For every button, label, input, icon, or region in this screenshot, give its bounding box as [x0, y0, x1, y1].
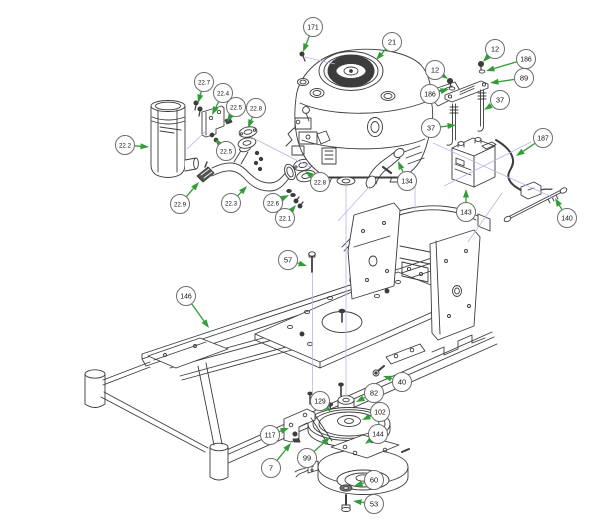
- callout-12-16: 12: [425, 60, 448, 80]
- svg-text:129: 129: [314, 398, 326, 405]
- callout-22.9-8: 22.9: [170, 182, 199, 214]
- callout-22.3-9: 22.3: [221, 186, 247, 213]
- svg-text:102: 102: [374, 409, 386, 416]
- callout-129-29: 129: [310, 391, 331, 412]
- svg-text:53: 53: [370, 499, 378, 508]
- callout-99-33: 99: [297, 437, 330, 468]
- callout-102-28: 102: [362, 402, 390, 422]
- callout-143-22: 143: [456, 189, 476, 222]
- svg-text:22.2: 22.2: [119, 142, 132, 149]
- svg-text:134: 134: [401, 178, 413, 185]
- svg-text:187: 187: [537, 135, 549, 142]
- callout-22.8-12: 22.8: [305, 171, 330, 192]
- muffler-drawing: [150, 100, 199, 178]
- callout-117-31: 117: [260, 425, 289, 445]
- svg-text:22.8: 22.8: [314, 179, 327, 186]
- svg-text:89: 89: [520, 73, 528, 82]
- callout-22.4-3: 22.4: [212, 83, 233, 115]
- callout-187-21: 187: [516, 128, 553, 156]
- svg-text:22.1: 22.1: [279, 215, 292, 222]
- svg-text:143: 143: [460, 209, 472, 216]
- svg-text:22.5: 22.5: [220, 148, 233, 155]
- svg-text:60: 60: [370, 475, 378, 484]
- svg-text:7: 7: [269, 463, 273, 472]
- svg-text:22.5: 22.5: [230, 104, 243, 111]
- callout-144-30: 144: [365, 424, 388, 444]
- callout-22.5-6: 22.5: [215, 139, 236, 161]
- svg-text:146: 146: [180, 293, 192, 300]
- svg-text:22.4: 22.4: [217, 90, 230, 97]
- callout-22.6-10: 22.6: [263, 193, 289, 213]
- svg-text:140: 140: [561, 215, 573, 222]
- callout-21-1: 21: [376, 32, 402, 60]
- svg-text:22.9: 22.9: [174, 201, 187, 208]
- callout-37-20: 37: [421, 118, 456, 138]
- svg-text:144: 144: [372, 431, 384, 438]
- svg-text:40: 40: [398, 377, 406, 386]
- svg-text:99: 99: [303, 453, 311, 462]
- svg-text:82: 82: [370, 388, 378, 397]
- svg-text:22.3: 22.3: [225, 200, 238, 207]
- svg-text:186: 186: [520, 56, 532, 63]
- svg-text:37: 37: [427, 123, 435, 132]
- callout-134-13: 134: [397, 161, 417, 191]
- svg-text:171: 171: [307, 24, 319, 31]
- callout-89-17: 89: [490, 68, 534, 88]
- callout-22.1-11: 22.1: [275, 205, 296, 228]
- callout-22.7-2: 22.7: [194, 72, 214, 103]
- callout-7-32: 7: [261, 443, 291, 478]
- svg-text:37: 37: [496, 95, 504, 104]
- svg-text:22.8: 22.8: [250, 105, 263, 112]
- svg-text:57: 57: [284, 255, 292, 264]
- svg-text:22.7: 22.7: [198, 79, 211, 86]
- svg-text:12: 12: [431, 65, 439, 74]
- callout-186-18: 186: [420, 84, 449, 104]
- callout-171: 171: [303, 17, 323, 52]
- leader-lines: [186, 56, 555, 397]
- callout-40-26: 40: [383, 372, 412, 392]
- svg-text:21: 21: [388, 37, 396, 46]
- svg-text:22.6: 22.6: [267, 200, 280, 207]
- callout-37-19: 37: [484, 90, 510, 110]
- callout-140-23: 140: [555, 198, 577, 228]
- callout-22.2-7: 22.2: [115, 135, 149, 155]
- engine-drawing: [285, 48, 463, 186]
- exhaust-elbow-drawing: [365, 148, 405, 189]
- callout-146-24: 146: [176, 286, 209, 328]
- callout-82-27: 82: [356, 383, 384, 403]
- callout-53-35: 53: [353, 494, 384, 514]
- callout-22.8-5: 22.8: [246, 98, 266, 128]
- callout-12-14: 12: [483, 39, 505, 62]
- svg-text:186: 186: [424, 91, 436, 98]
- callout-22.5-4: 22.5: [226, 97, 246, 122]
- callout-57-25: 57: [278, 250, 307, 270]
- svg-text:12: 12: [491, 44, 499, 53]
- svg-text:117: 117: [265, 432, 276, 439]
- callout-60-34: 60: [354, 470, 384, 490]
